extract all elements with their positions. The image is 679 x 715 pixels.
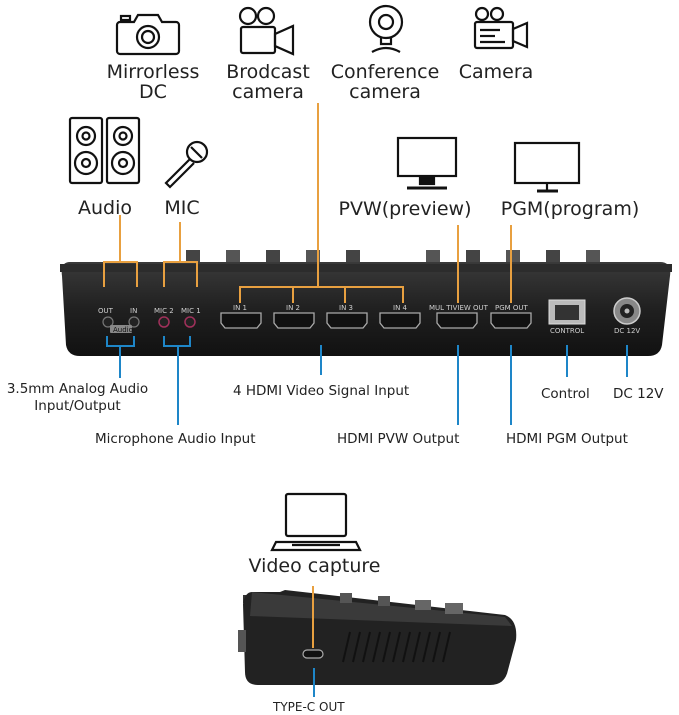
- hdmi-ports: [220, 312, 532, 329]
- port-control-label: CONTROL: [550, 327, 585, 335]
- camcorder-icon: [473, 6, 529, 50]
- switcher-side-view: [238, 590, 517, 685]
- port-in3-label: IN 3: [339, 304, 353, 312]
- video-camera-icon: [238, 6, 295, 56]
- hdmi-pvw-callout: HDMI PVW Output: [337, 431, 460, 447]
- source-broadcast-line2: camera: [232, 81, 304, 103]
- hdmi-input-callout: 4 HDMI Video Signal Input: [233, 383, 410, 399]
- control-port: [548, 299, 586, 325]
- source-camera-label: Camera: [451, 62, 541, 82]
- input-connector-lines: [103, 103, 512, 303]
- control-callout: Control: [541, 386, 590, 402]
- pvw-monitor-icon: [396, 136, 458, 190]
- source-conference-line2: camera: [349, 81, 421, 103]
- switcher-device: [60, 250, 672, 356]
- port-mic1-label: MIC 1: [181, 307, 201, 315]
- port-in4-label: IN 4: [393, 304, 407, 312]
- mic-input-callout: Microphone Audio Input: [95, 431, 256, 447]
- port-out-label: OUT: [98, 307, 113, 315]
- typec-out-callout: TYPE-C OUT: [273, 700, 345, 714]
- source-mirrorless-line1: Mirrorless: [106, 61, 200, 83]
- mic-label: MIC: [164, 197, 200, 219]
- analog-audio-line1: 3.5mm Analog Audio: [6, 381, 149, 397]
- port-in2-label: IN 2: [286, 304, 300, 312]
- source-mirrorless-label: Mirrorless DC: [98, 62, 208, 102]
- hdmi-pgm-callout: HDMI PGM Output: [506, 431, 628, 447]
- camera-icon: [115, 13, 181, 56]
- speakers-icon: [68, 116, 141, 185]
- callout-lines: [106, 336, 628, 425]
- analog-audio-callout: 3.5mm Analog Audio Input/Output: [0, 381, 155, 415]
- dc-callout: DC 12V: [613, 386, 664, 402]
- port-in1-label: IN 1: [233, 304, 247, 312]
- port-audio-label: Audio: [113, 326, 133, 334]
- port-mic2-label: MIC 2: [154, 307, 174, 315]
- port-dc-label: DC 12V: [614, 327, 641, 335]
- pgm-monitor-icon: [513, 141, 581, 193]
- port-multiview-label: MUL TIVIEW OUT: [429, 304, 488, 312]
- source-mirrorless-line2: DC: [139, 81, 167, 103]
- source-broadcast-line1: Brodcast: [226, 61, 310, 83]
- microphone-icon: [164, 140, 209, 189]
- port-in-label: IN: [130, 307, 138, 315]
- pvw-label: PVW(preview): [338, 198, 472, 220]
- webcam-icon: [368, 4, 404, 53]
- pgm-label: PGM(program): [500, 198, 640, 220]
- analog-audio-line2: Input/Output: [34, 398, 121, 414]
- source-camera-line1: Camera: [458, 61, 534, 83]
- source-conference-label: Conference camera: [326, 62, 444, 102]
- laptop-icon: [270, 492, 362, 552]
- audio-jacks: [102, 316, 196, 333]
- dc-power-port: [613, 297, 641, 325]
- source-broadcast-label: Brodcast camera: [218, 62, 318, 102]
- video-capture-label: Video capture: [248, 555, 381, 577]
- audio-label: Audio: [77, 197, 132, 219]
- source-conference-line1: Conference: [330, 61, 440, 83]
- port-pgm-out-label: PGM OUT: [495, 304, 528, 312]
